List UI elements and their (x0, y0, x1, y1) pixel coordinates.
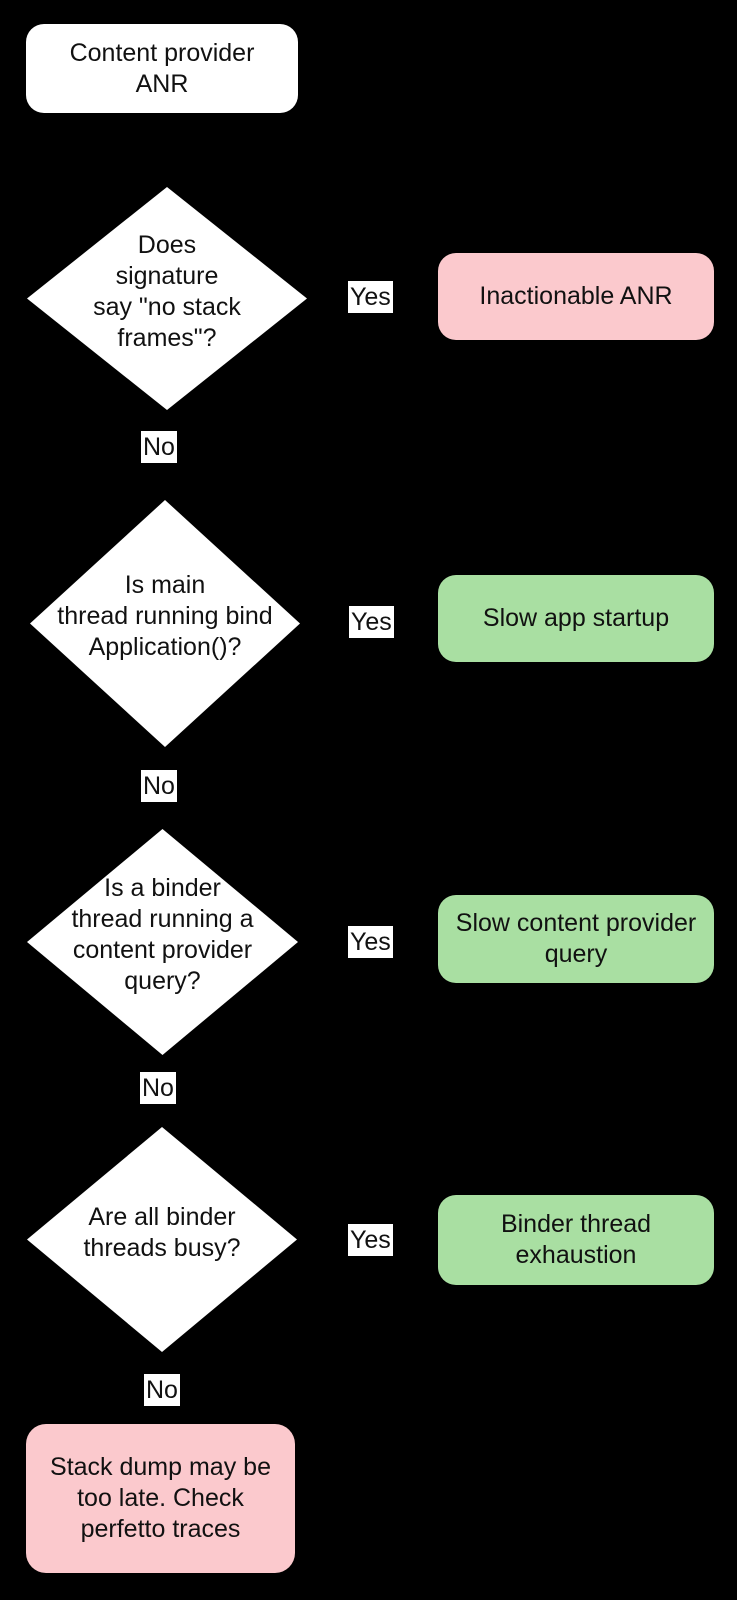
decision-diamond-3: Is a binder thread running a content pro… (27, 829, 298, 1055)
outcome-4-label: Binder thread exhaustion (500, 1210, 652, 1269)
decision-4-question: Are all binder threads busy? (83, 1202, 241, 1262)
outcome-node-3: Slow content provider query (438, 895, 714, 983)
start-node-label: Content provider ANR (69, 38, 255, 98)
end-node-label: Stack dump may be too late. Check perfet… (50, 1453, 271, 1543)
branch-label-no-2: No (141, 770, 177, 802)
decision-diamond-1: Does signature say "no stack frames"? (27, 187, 307, 410)
decision-1-question: Does signature say "no stack frames"? (93, 230, 241, 352)
outcome-node-4: Binder thread exhaustion (438, 1195, 714, 1285)
branch-label-yes-1: Yes (348, 281, 393, 313)
branch-label-yes-2: Yes (349, 606, 394, 638)
decision-diamond-2: Is main thread running bind Application(… (30, 500, 300, 747)
decision-2-question: Is main thread running bind Application(… (57, 571, 273, 661)
branch-label-yes-4: Yes (348, 1224, 393, 1256)
branch-label-no-4: No (144, 1374, 180, 1406)
outcome-1-label: Inactionable ANR (479, 282, 673, 310)
decision-3-question: Is a binder thread running a content pro… (71, 874, 254, 995)
outcome-node-1: Inactionable ANR (438, 253, 714, 340)
branch-label-no-1: No (141, 431, 177, 463)
outcome-2-label: Slow app startup (482, 604, 670, 632)
outcome-3-label: Slow content provider query (455, 909, 697, 968)
start-node: Content provider ANR (26, 24, 298, 113)
outcome-node-2: Slow app startup (438, 575, 714, 662)
decision-diamond-4: Are all binder threads busy? (27, 1127, 297, 1352)
end-node: Stack dump may be too late. Check perfet… (26, 1424, 295, 1573)
branch-label-no-3: No (140, 1072, 176, 1104)
branch-label-yes-3: Yes (348, 926, 393, 958)
